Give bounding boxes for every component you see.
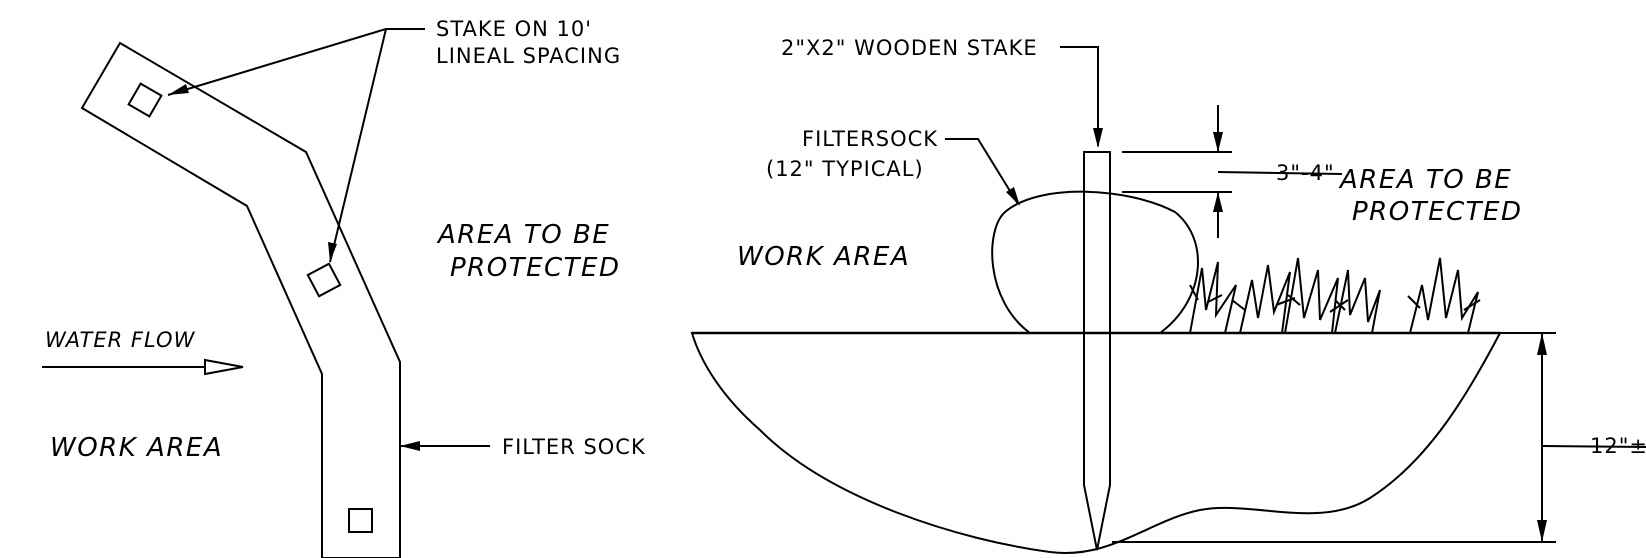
stake-label: 2"X2" WOODEN STAKE <box>781 36 1038 60</box>
filtersock-label-line2: (12" TYPICAL) <box>766 157 924 181</box>
stake-callout-line2: LINEAL SPACING <box>436 44 621 68</box>
arrowhead <box>1537 333 1547 355</box>
filter-sock-label: FILTER SOCK <box>502 435 646 459</box>
stake-callout-line1: STAKE ON 10' <box>436 17 592 41</box>
dim-depth-label: 12"± <box>1590 434 1646 458</box>
section-area-protected-line2: PROTECTED <box>1352 197 1523 227</box>
filtersock-label-line1: FILTERSOCK <box>802 127 938 151</box>
dim-top-tick <box>1217 171 1343 175</box>
arrowhead <box>1213 192 1223 212</box>
filtersock-leader <box>945 138 1019 205</box>
stake-square <box>306 262 342 298</box>
vegetation <box>1189 257 1481 334</box>
filter-sock-band <box>80 41 401 558</box>
plan-work-area-label: WORK AREA <box>50 433 223 463</box>
dim-top-label: 3"-4" <box>1276 161 1335 185</box>
section-view: 2"X2" WOODEN STAKE FILTERSOCK (12" TYPIC… <box>690 36 1646 555</box>
filter-sock-section <box>991 190 1199 334</box>
arrowhead <box>1213 132 1223 152</box>
arrowhead <box>1093 128 1103 148</box>
wooden-stake <box>1083 151 1111 551</box>
arrowhead <box>328 242 337 262</box>
section-area-protected-line1: AREA TO BE <box>1338 165 1512 195</box>
plan-area-protected-line2: PROTECTED <box>450 253 621 283</box>
stake-callout-leader <box>167 28 425 96</box>
dim-depth-tick <box>1541 445 1646 448</box>
arrowhead <box>1537 520 1547 542</box>
plan-area-protected-line1: AREA TO BE <box>436 220 610 250</box>
stake-callout-leader <box>329 28 387 263</box>
stake-square <box>127 82 163 118</box>
water-flow-label: WATER FLOW <box>45 328 196 352</box>
soil-section <box>690 332 1502 555</box>
stake-leader <box>1060 46 1099 146</box>
arrowhead <box>400 441 420 451</box>
water-flow-arrowhead <box>204 358 244 376</box>
section-work-area-label: WORK AREA <box>737 242 910 272</box>
arrowhead <box>168 84 189 95</box>
stake-square <box>348 508 373 533</box>
arrowhead <box>1006 187 1020 206</box>
plan-view: STAKE ON 10' LINEAL SPACING AREA TO BE P… <box>42 17 646 558</box>
